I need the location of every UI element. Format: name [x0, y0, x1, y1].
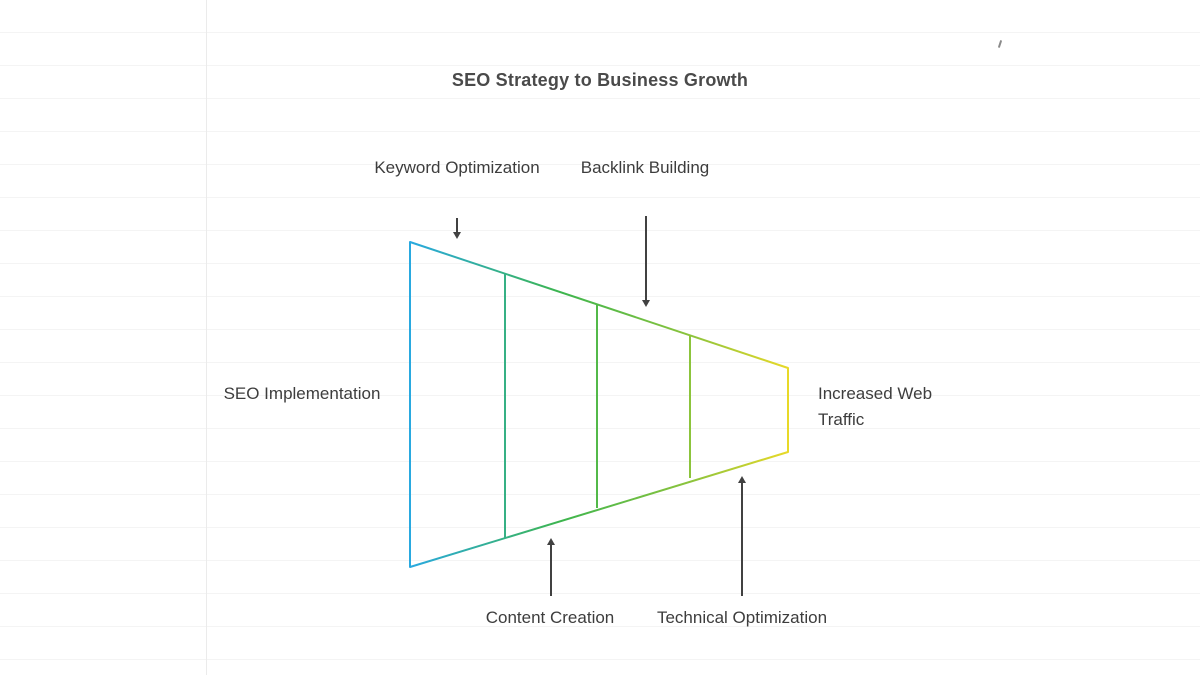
funnel-outline	[409, 241, 789, 568]
label-keyword-optimization: Keyword Optimization	[374, 158, 540, 177]
label-backlink-building: Backlink Building	[580, 158, 710, 177]
diagram-title: SEO Strategy to Business Growth	[451, 70, 749, 90]
label-seo-implementation: SEO Implementation	[223, 384, 381, 403]
label-content-creation: Content Creation	[485, 608, 615, 627]
background-grid-line	[206, 0, 207, 675]
label-technical-optimization: Technical Optimization	[656, 608, 828, 627]
label-increased-web-traffic: Increased Web Traffic	[818, 384, 933, 429]
